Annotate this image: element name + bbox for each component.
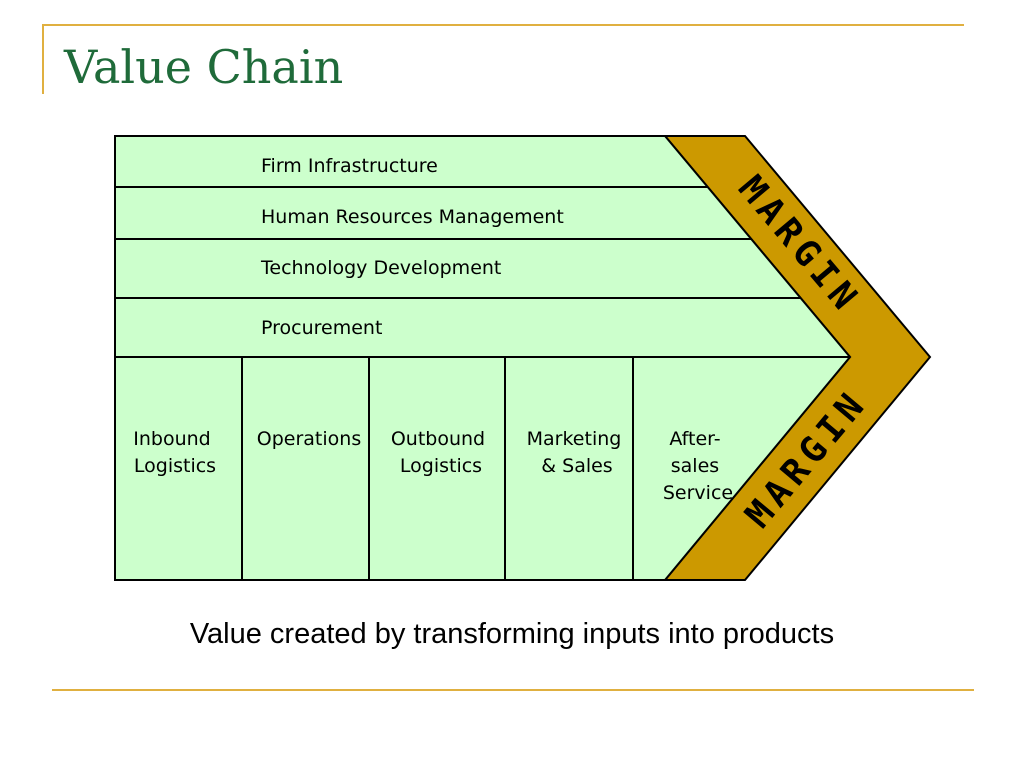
primary-activity-inbound-logistics: Inbound Logistics bbox=[133, 428, 217, 477]
footer-accent-rule bbox=[52, 689, 974, 691]
support-activity-human-resources: Human Resources Management bbox=[261, 206, 564, 228]
support-activity-technology-development: Technology Development bbox=[260, 257, 501, 279]
primary-activity-after-sales-service: After- sales Service bbox=[663, 428, 733, 504]
primary-activity-outbound-logistics: Outbound Logistics bbox=[391, 428, 491, 477]
slide-title: Value Chain bbox=[64, 40, 344, 94]
diagram-caption: Value created by transforming inputs int… bbox=[189, 618, 835, 650]
title-accent-rule-horizontal bbox=[42, 24, 964, 26]
support-activity-procurement: Procurement bbox=[261, 317, 382, 339]
support-activity-firm-infrastructure: Firm Infrastructure bbox=[261, 155, 438, 177]
primary-activity-marketing-sales: Marketing & Sales bbox=[527, 428, 628, 477]
title-accent-rule-vertical bbox=[42, 24, 44, 94]
primary-activity-operations: Operations bbox=[257, 428, 361, 450]
